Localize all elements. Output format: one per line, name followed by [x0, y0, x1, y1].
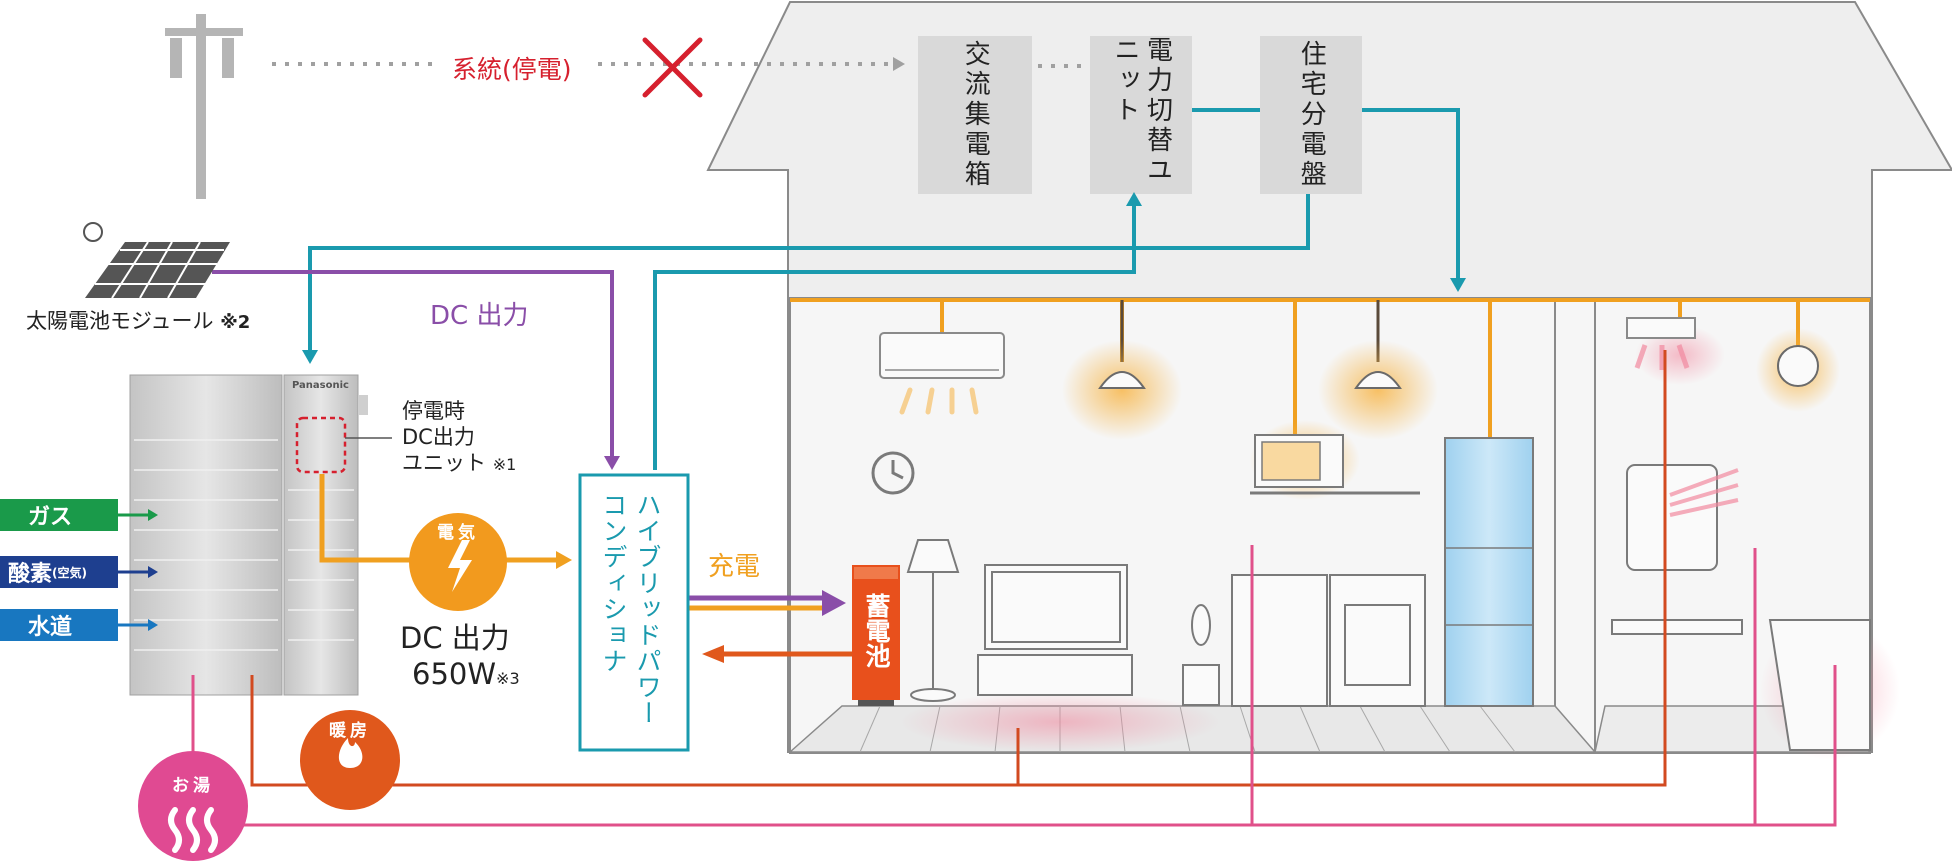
charge-label: 充電: [708, 552, 761, 582]
outage-unit-note: ※1: [492, 455, 517, 474]
dc-output-value-row: 650W※3: [412, 657, 520, 691]
input-water-label: 水道: [28, 615, 73, 640]
outage-unit-line3-text: ユニット: [402, 451, 486, 475]
solar-label-text: 太陽電池モジュール: [26, 309, 214, 333]
input-water-tag: 水道: [0, 609, 118, 641]
dc-output-label: DC 出力 650W※3: [400, 615, 520, 691]
input-oxygen-label: 酸素: [8, 562, 53, 587]
solar-module-label: 太陽電池モジュール ※2: [26, 305, 250, 335]
microwave-icon: [1250, 434, 1420, 495]
grid-outage-label: 系統(停電): [452, 55, 572, 84]
hybrid-power-conditioner: [578, 473, 690, 752]
dc-output-value: 650W: [412, 657, 497, 691]
utility-pole-icon: [165, 14, 243, 199]
refrigerator-icon: [1444, 437, 1534, 707]
hybrid-pcs-label: ハイブリッドパワーコンディショナ: [599, 492, 662, 726]
tv-icon: [977, 564, 1133, 696]
electricity-badge-label: 電気: [437, 523, 479, 543]
hotwater-badge-label: お湯: [172, 776, 214, 796]
dc-output-label-text: DC 出力: [400, 621, 510, 655]
air-conditioner-icon: [879, 332, 1005, 415]
solar-note: ※2: [220, 312, 251, 333]
outage-unit-line2: DC出力: [402, 425, 475, 449]
heating-badge-label: 暖房: [329, 721, 371, 741]
fuel-cell-unit: [129, 374, 392, 696]
pendant-lamp-icon: [1098, 345, 1819, 389]
dc-output-note: ※3: [496, 669, 520, 688]
input-gas-tag: ガス: [0, 499, 118, 531]
input-oxygen-tag: 酸素 (空気): [0, 556, 118, 588]
dc-output-top-label: DC 出力: [430, 301, 529, 331]
input-gas-label: ガス: [28, 505, 73, 530]
ac-collection-box: 交流集電箱: [960, 40, 991, 190]
solar-panel-icon: [83, 222, 230, 299]
fuel-cell-brand: Panasonic: [292, 380, 349, 391]
clock-icon: [871, 451, 915, 495]
outage-unit-line3: ユニット ※1: [402, 450, 516, 478]
outage-dc-unit-label: 停電時 DC出力 ユニット ※1: [402, 398, 516, 478]
outage-unit-line1: 停電時: [402, 399, 465, 423]
house-distribution-board: 住宅分電盤: [1296, 40, 1327, 190]
battery-label: 蓄電池: [862, 593, 891, 668]
battery-unit: [852, 565, 900, 706]
outage-x-icon: [642, 37, 703, 98]
input-oxygen-sub: (空気): [52, 565, 87, 580]
power-switch-unit: 電力切替ユニット: [1110, 36, 1173, 186]
